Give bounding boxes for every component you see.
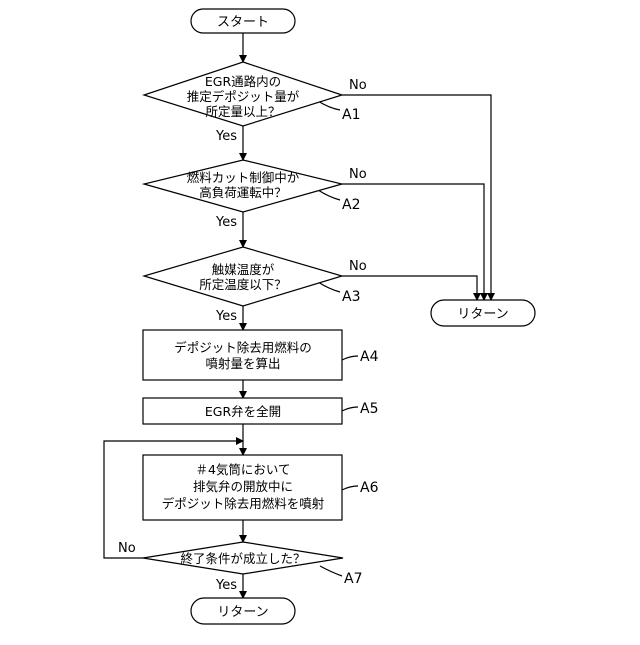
start-label: スタート [217, 15, 269, 30]
p6-line3: デポジット除去用燃料を噴射 [162, 496, 325, 511]
d1-line2: 推定デポジット量が [187, 89, 300, 104]
step-a6: A6 [360, 480, 379, 496]
d3-line1: 触媒温度が [212, 262, 275, 277]
yes-label-d1: Yes [215, 129, 237, 144]
d2-line1: 燃料カット制御中か [187, 170, 300, 185]
leader-a6 [342, 486, 358, 490]
step-a4: A4 [360, 349, 379, 365]
leader-a1 [318, 101, 340, 110]
d1-line1: EGR通路内の [205, 74, 281, 89]
d2-line2: 高負荷運転中？ [199, 185, 287, 200]
edge-d3-no [342, 276, 477, 300]
no-label-d2: No [349, 167, 367, 182]
step-a2: A2 [342, 197, 360, 213]
no-label-d7: No [118, 541, 136, 556]
d1-line3: 所定量以上？ [205, 104, 280, 119]
yes-label-d2: Yes [215, 215, 237, 230]
return-bottom-label: リターン [217, 605, 268, 620]
leader-a7 [320, 566, 342, 576]
process-p4 [143, 330, 342, 380]
yes-label-d3: Yes [215, 309, 237, 324]
no-label-d1: No [349, 78, 367, 93]
edge-d2-no [342, 184, 484, 300]
leader-a5 [342, 407, 358, 411]
no-label-d3: No [349, 259, 367, 274]
p4-line1: デポジット除去用燃料の [174, 340, 312, 355]
return-right-label: リターン [457, 307, 508, 322]
node-labels: スタート EGR通路内の 推定デポジット量が 所定量以上？ 燃料カット制御中か … [162, 15, 509, 620]
p4-line2: 噴射量を算出 [205, 356, 280, 371]
d3-line2: 所定温度以下？ [199, 277, 287, 292]
leader-a4 [342, 356, 358, 360]
yes-label-d7: Yes [215, 578, 237, 593]
p6-line1: ＃4気筒において [195, 462, 290, 477]
step-a5: A5 [360, 401, 378, 417]
step-a1: A1 [342, 107, 360, 123]
leader-a3 [318, 282, 340, 292]
p6-line2: 排気弁の開放中に [193, 479, 293, 494]
step-a3: A3 [342, 289, 360, 305]
p5-label: EGR弁を全開 [205, 404, 281, 419]
d7-label: 終了条件が成立した？ [180, 551, 305, 566]
leader-a2 [318, 190, 340, 200]
step-a7: A7 [344, 571, 362, 587]
